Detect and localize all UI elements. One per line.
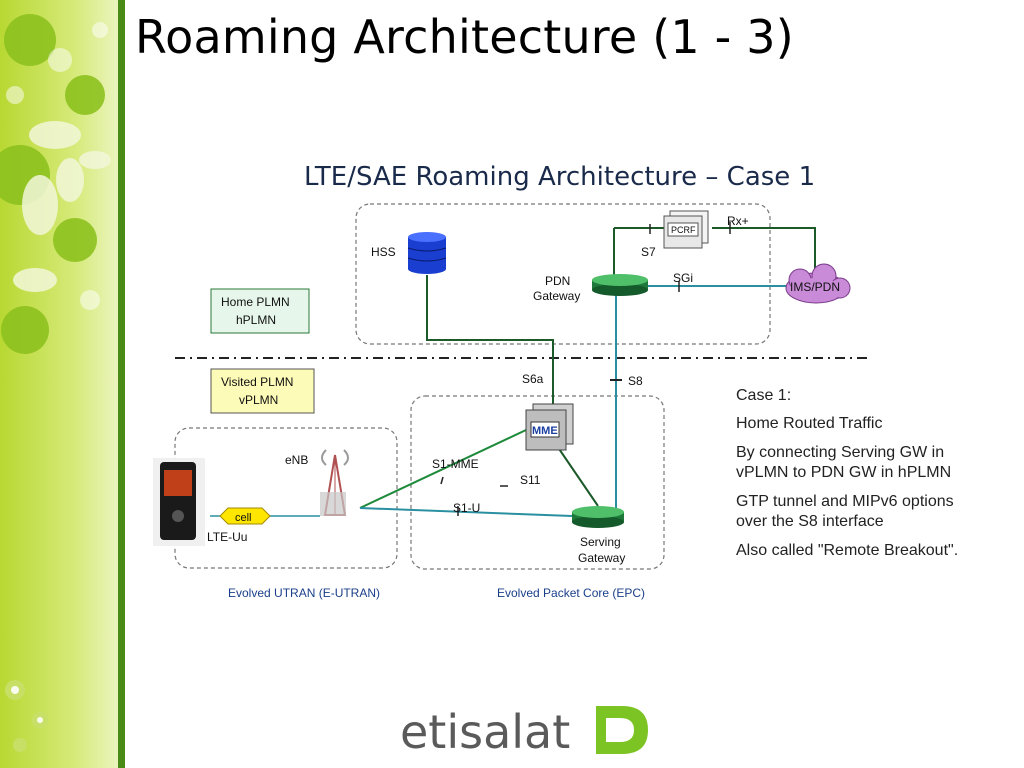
slide-title: Roaming Architecture (1 - 3) (135, 10, 794, 64)
s1-u-label: S1-U (453, 501, 480, 515)
pcrf-server-icon (663, 210, 709, 249)
home-plmn-box (210, 288, 310, 334)
visited-plmn-label-line2: vPLMN (239, 393, 278, 407)
s8-label: S8 (628, 374, 643, 388)
enb-to-sgw-s1u-line (359, 507, 573, 517)
case-paragraph-3: Also called "Remote Breakout". (736, 542, 959, 559)
serving-gateway-label-line1: Serving (580, 535, 621, 549)
mme-label: MME (532, 425, 558, 437)
s1-mme-label: S1-MME (432, 457, 479, 471)
mme-server-icon (525, 403, 574, 451)
etisalat-logo: etisalat (400, 700, 660, 765)
pcrf-label: PCRF (671, 225, 696, 235)
visited-plmn-label-line1: Visited PLMN (221, 375, 293, 389)
diagram-title: LTE/SAE Roaming Architecture – Case 1 (304, 162, 815, 192)
pdn-gateway-router-icon (592, 274, 648, 296)
hss-label: HSS (371, 245, 396, 259)
case-paragraph-1: By connecting Serving GW in vPLMN to PDN… (736, 444, 952, 481)
enb-label: eNB (285, 453, 308, 467)
pcrf-to-ims-rx-line (712, 227, 816, 272)
enb-tower-icon (320, 449, 349, 516)
mobile-phone-icon (153, 458, 205, 546)
eutran-region (174, 427, 398, 569)
pdn-gateway-label-line2: Gateway (533, 289, 580, 303)
sgi-label: SGi (673, 271, 693, 285)
case-subheading: Home Routed Traffic (736, 415, 883, 432)
s11-label: S11 (520, 473, 541, 487)
serving-gateway-label-line2: Gateway (578, 551, 625, 565)
home-plmn-label-line1: Home PLMN (221, 295, 290, 309)
epc-caption: Evolved Packet Core (EPC) (497, 586, 645, 600)
s6a-label: S6a (522, 372, 544, 386)
s1mme-tick (440, 476, 444, 485)
eutran-caption: Evolved UTRAN (E-UTRAN) (228, 586, 380, 600)
etisalat-logo-mark-icon (596, 706, 648, 754)
case-description: Case 1: Home Routed Traffic By connectin… (736, 386, 986, 570)
case-paragraph-2: GTP tunnel and MIPv6 options over the S8… (736, 493, 954, 530)
cell-label: cell (235, 512, 252, 524)
hplmn-core-region (355, 203, 771, 345)
decorative-floral-sidebar (0, 0, 125, 768)
enb-to-mme-s1mme-line (359, 429, 527, 509)
etisalat-logo-text: etisalat (400, 705, 570, 759)
hss-database-icon (407, 232, 447, 274)
visited-plmn-box (210, 368, 315, 414)
epc-region (410, 395, 665, 570)
hss-to-mme-s6a-line (426, 275, 554, 405)
cell-tag-icon (219, 507, 271, 525)
lte-uu-label: LTE-Uu (207, 530, 247, 544)
mme-to-sgw-s11-line (552, 439, 599, 507)
s7-label: S7 (641, 245, 656, 259)
ims-pdn-cloud-icon (785, 263, 851, 304)
case-heading: Case 1: (736, 387, 792, 404)
roaming-architecture-diagram: LTE/SAE Roaming Architecture – Case 1 HS… (153, 162, 870, 600)
serving-gateway-router-icon (572, 506, 624, 528)
pdn-gateway-label-line1: PDN (545, 274, 570, 288)
ims-pdn-label: IMS/PDN (790, 280, 840, 294)
rx-label: Rx+ (727, 214, 749, 228)
home-plmn-label-line2: hPLMN (236, 313, 276, 327)
